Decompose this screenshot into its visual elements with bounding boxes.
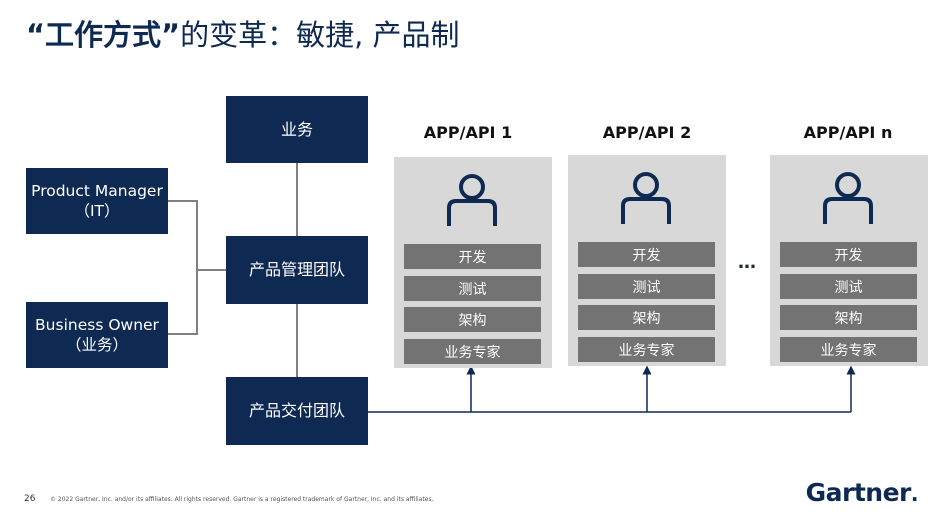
business-label: 业务 bbox=[280, 119, 313, 139]
product-mgmt-team-box: 产品管理团队 bbox=[226, 236, 368, 304]
left-bracket-line bbox=[168, 200, 198, 335]
role-arch-1: 架构 bbox=[404, 307, 541, 332]
product-manager-box: Product Manager （IT） bbox=[26, 168, 168, 234]
business-owner-box: Business Owner （业务） bbox=[26, 302, 168, 368]
product-mgmt-team-label: 产品管理团队 bbox=[248, 260, 345, 279]
product-manager-label: Product Manager bbox=[31, 182, 163, 200]
role-expert-1: 业务专家 bbox=[404, 339, 541, 364]
copyright-text: © 2022 Gartner, Inc. and/or its affiliat… bbox=[50, 496, 434, 503]
ellipsis: … bbox=[738, 252, 757, 273]
product-manager-sub: （IT） bbox=[74, 202, 120, 220]
role-test-1: 测试 bbox=[404, 276, 541, 301]
person-icon bbox=[447, 174, 497, 226]
role-expert-2: 业务专家 bbox=[578, 337, 715, 362]
gartner-logo: Gartner. bbox=[805, 478, 919, 507]
business-owner-sub: （业务） bbox=[65, 336, 128, 354]
person-icon bbox=[621, 172, 671, 224]
app-title-n: APP/API n bbox=[803, 123, 893, 142]
person-icon bbox=[823, 172, 873, 224]
role-test-n: 测试 bbox=[780, 274, 917, 299]
role-arch-2: 架构 bbox=[578, 305, 715, 330]
product-delivery-team-label: 产品交付团队 bbox=[248, 401, 345, 420]
logo-text: Gartner bbox=[805, 478, 912, 507]
title-quoted: “工作方式” bbox=[26, 18, 181, 52]
app-title-2: APP/API 2 bbox=[602, 123, 692, 142]
role-dev-1: 开发 bbox=[404, 244, 541, 269]
app-title-1: APP/API 1 bbox=[423, 123, 513, 142]
role-dev-n: 开发 bbox=[780, 242, 917, 267]
title-rest: 的变革：敏捷, 产品制 bbox=[180, 18, 460, 52]
page-title: “工作方式”的变革：敏捷, 产品制 bbox=[26, 12, 460, 54]
product-delivery-team-box: 产品交付团队 bbox=[226, 377, 368, 445]
logo-dot: . bbox=[910, 482, 919, 506]
page-number: 26 bbox=[24, 494, 36, 504]
business-box: 业务 bbox=[226, 96, 368, 163]
role-dev-2: 开发 bbox=[578, 242, 715, 267]
role-test-2: 测试 bbox=[578, 274, 715, 299]
business-owner-label: Business Owner bbox=[35, 316, 159, 334]
role-expert-n: 业务专家 bbox=[780, 337, 917, 362]
role-arch-n: 架构 bbox=[780, 305, 917, 330]
